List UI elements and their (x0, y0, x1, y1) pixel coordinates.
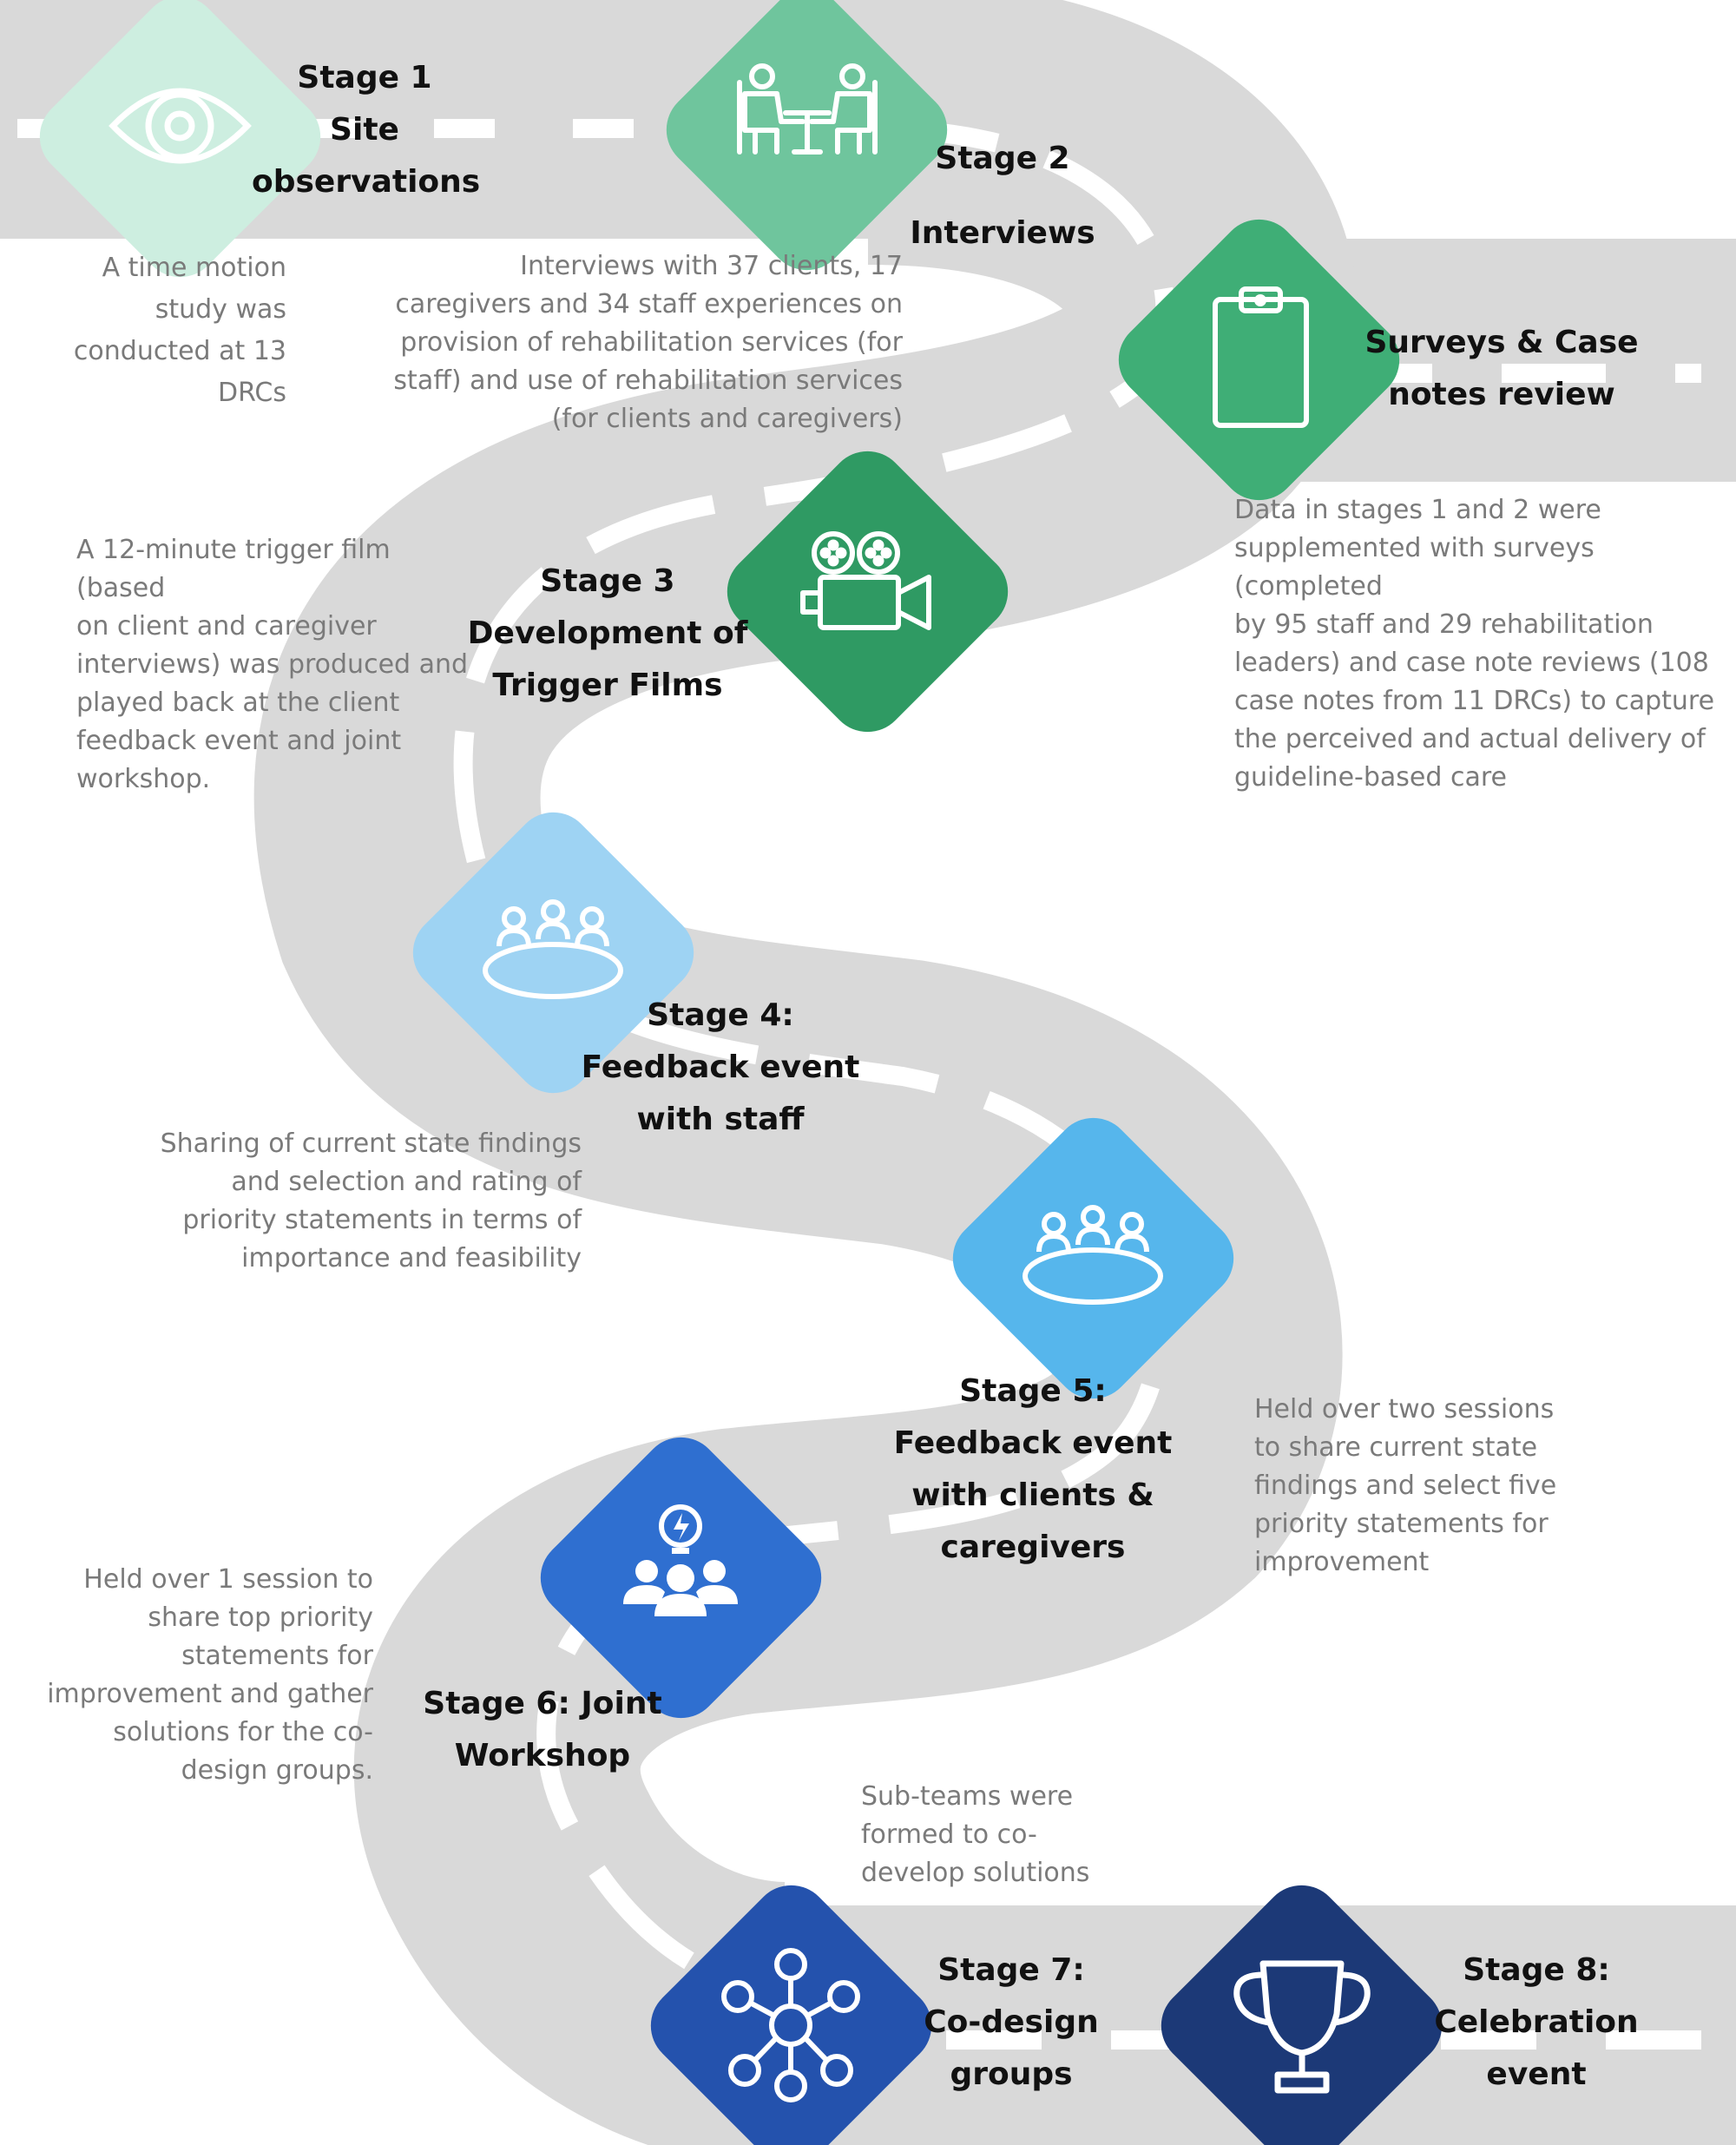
network-icon (721, 1948, 860, 2102)
stage-7-title: Stage 7: Co-design groups (924, 1952, 1099, 2092)
stage-6-title: Stage 6: Joint Workshop (423, 1686, 662, 1773)
clipboard-icon (1213, 286, 1309, 428)
stage-7-description: Sub-teams were formed to co- develop sol… (861, 1781, 1090, 1888)
stage-5-diamond (952, 1117, 1234, 1399)
stage-2-description: Interviews with 37 clients, 17 caregiver… (393, 251, 903, 434)
stage-8-title: Stage 8: Celebration event (1434, 1952, 1639, 2092)
stage-7-diamond (650, 1885, 932, 2145)
stage-6-description: Held over 1 session to share top priorit… (47, 1564, 373, 1786)
stage-2-title: Stage 2 Interviews (910, 141, 1095, 251)
meeting-table-icon (483, 899, 623, 999)
team-idea-icon (623, 1504, 738, 1616)
meeting-table-icon (1023, 1205, 1163, 1305)
stage-4-title: Stage 4: Feedback event with staff (581, 997, 860, 1137)
road-curve (253, 0, 1358, 2145)
eye-icon (108, 88, 252, 164)
stage-1-description: A time motion study was conducted at 13 … (73, 253, 286, 408)
trophy-icon (1233, 1960, 1371, 2094)
surveys-title: Surveys & Case notes review (1364, 325, 1639, 412)
stage-3-diamond (727, 451, 1009, 733)
stage-5-title: Stage 5: Feedback event with clients & c… (893, 1373, 1173, 1565)
stage-5-description: Held over two sessions to share current … (1254, 1394, 1557, 1577)
stage-4-diamond (412, 812, 694, 1094)
stage-3-description: A 12-minute trigger film (based on clien… (76, 535, 469, 794)
road-marking-curve (453, 119, 1175, 2006)
stage-1-title: Stage 1 Site observations (252, 60, 481, 200)
video-camera-icon (800, 531, 931, 630)
surveys-description: Data in stages 1 and 2 were supplemented… (1234, 495, 1715, 793)
stage-4-description: Sharing of current state findings and se… (160, 1128, 582, 1273)
stage-3-title: Stage 3 Development of Trigger Films (467, 563, 748, 703)
surveys-diamond (1118, 219, 1400, 501)
interview-icon (737, 63, 878, 155)
stage-8-diamond (1161, 1885, 1443, 2145)
